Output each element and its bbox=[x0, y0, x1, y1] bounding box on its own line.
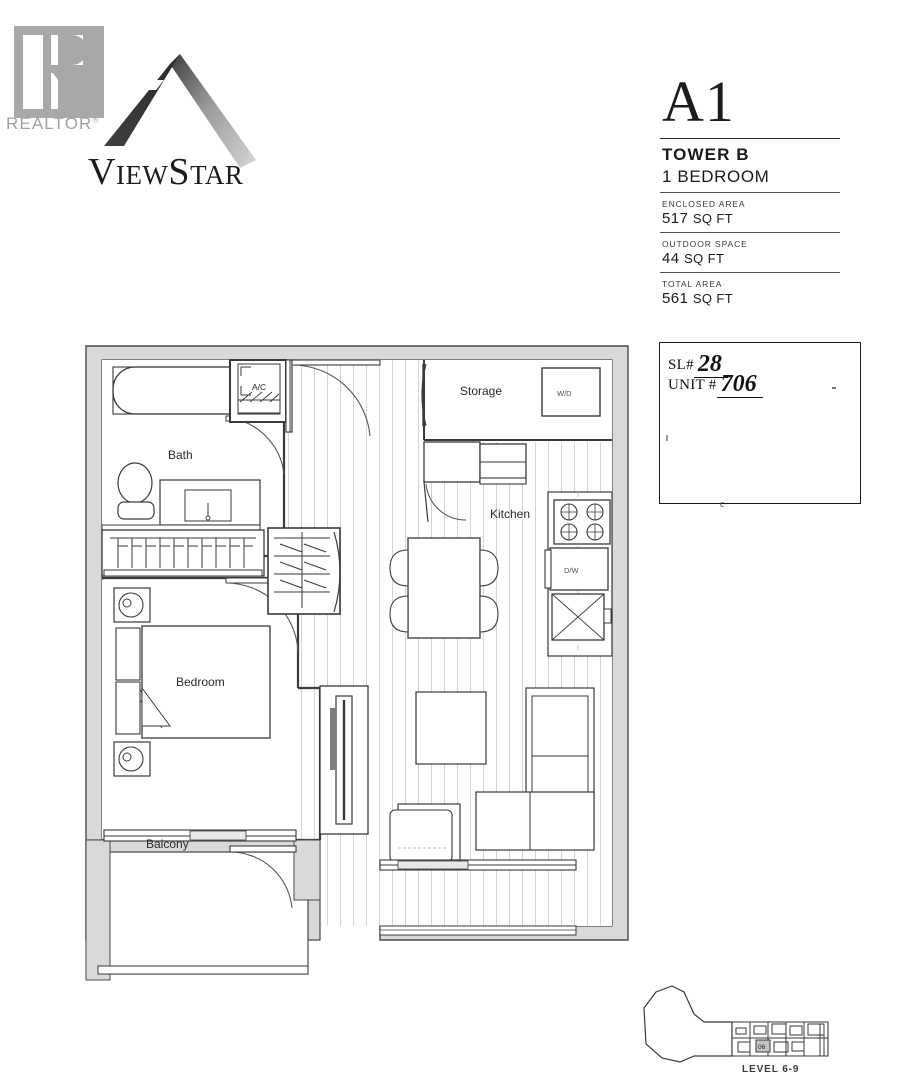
key-plan-drawing: 06 bbox=[643, 985, 829, 1063]
bedroom-closet bbox=[101, 529, 265, 577]
room-label-kitchen: Kitchen bbox=[490, 507, 530, 521]
room-label-ac: A/C bbox=[252, 382, 266, 392]
stamp-stray-mark: c bbox=[720, 499, 725, 510]
hall-closet bbox=[267, 527, 341, 615]
enclosed-area-value: 517 SQ FT bbox=[662, 210, 840, 227]
realtor-wordmark-text: REALTOR bbox=[6, 114, 93, 133]
enclosed-area-unit: SQ FT bbox=[692, 211, 734, 226]
total-area-caption: TOTAL AREA bbox=[662, 279, 723, 289]
key-plan: 06 LEVEL 6-9 bbox=[632, 978, 872, 1083]
dining-set bbox=[389, 537, 499, 639]
room-label-bedroom: Bedroom bbox=[176, 675, 225, 689]
vanity-sink bbox=[101, 479, 261, 531]
outdoor-space-caption: OUTDOOR SPACE bbox=[662, 239, 748, 249]
outdoor-space-unit: SQ FT bbox=[684, 251, 725, 266]
unit-stamp-box: SL#28 UNIT #706 c bbox=[659, 342, 861, 510]
bedroom-count-label: 1 BEDROOM bbox=[662, 167, 770, 186]
bed-furniture bbox=[115, 625, 271, 739]
nightstand-top bbox=[113, 587, 151, 623]
viewstar-iew: IEW bbox=[115, 160, 169, 190]
viewstar-tar: TAR bbox=[190, 160, 244, 190]
key-plan-unit-marker: 06 bbox=[758, 1044, 766, 1051]
realtor-logo bbox=[14, 26, 104, 118]
toilet-fixture bbox=[117, 462, 155, 520]
realtor-registered-mark: ® bbox=[92, 115, 100, 125]
appliance-label-dishwasher: D/W bbox=[564, 566, 580, 575]
outdoor-space-value: 44 SQ FT bbox=[662, 250, 840, 267]
room-label-bath: Bath bbox=[168, 448, 193, 462]
key-plan-level-label: LEVEL 6-9 bbox=[742, 1064, 800, 1075]
total-area-group: TOTAL AREA 561 SQ FT bbox=[660, 279, 840, 307]
storage-room: W/D Storage bbox=[421, 360, 612, 442]
divider-above-enclosed-area bbox=[660, 192, 840, 193]
stamp-speck-right bbox=[832, 387, 836, 389]
nightstand-bottom bbox=[113, 741, 151, 777]
enclosed-area-number: 517 bbox=[662, 210, 689, 227]
plan-code: A1 bbox=[662, 69, 735, 134]
bathroom: Bath bbox=[101, 360, 288, 558]
outdoor-space-number: 44 bbox=[662, 250, 680, 267]
viewstar-s: S bbox=[168, 151, 191, 193]
viewstar-logo: VIEWSTAR bbox=[46, 54, 276, 194]
total-area-unit: SQ FT bbox=[692, 291, 734, 306]
tower-label: TOWER B bbox=[662, 145, 750, 164]
viewstar-mountain-icon bbox=[104, 54, 256, 168]
enclosed-area-caption: ENCLOSED AREA bbox=[662, 199, 746, 209]
room-label-storage: Storage bbox=[460, 384, 502, 398]
living-glazing bbox=[379, 925, 577, 936]
divider-above-total-area bbox=[660, 272, 840, 273]
unit-number-label: UNIT # bbox=[668, 377, 717, 393]
hall-column bbox=[319, 685, 369, 835]
strata-lot-label: SL# bbox=[668, 357, 694, 373]
entry-door bbox=[285, 359, 381, 437]
kitchen-sink bbox=[551, 593, 612, 641]
realtor-r-icon bbox=[23, 35, 87, 109]
appliance-label-washer-dryer: W/D bbox=[557, 389, 572, 398]
total-area-value: 561 SQ FT bbox=[662, 290, 840, 307]
viewstar-wordmark: VIEWSTAR bbox=[88, 150, 243, 194]
living-room bbox=[379, 687, 595, 871]
realtor-wordmark: REALTOR® bbox=[6, 114, 99, 134]
strata-lot-value: 28 bbox=[693, 351, 728, 378]
divider-above-outdoor-space bbox=[660, 232, 840, 233]
dishwasher-appliance: D/W bbox=[544, 547, 609, 591]
outdoor-space-group: OUTDOOR SPACE 44 SQ FT bbox=[660, 239, 840, 267]
unit-number-value: 706 bbox=[716, 371, 763, 398]
bedroom: Bedroom bbox=[102, 576, 322, 842]
total-area-number: 561 bbox=[662, 290, 689, 307]
plan-info-panel: A1 TOWER B 1 BEDROOM ENCLOSED AREA 517 S… bbox=[660, 72, 840, 311]
cooktop-appliance bbox=[553, 499, 611, 545]
divider-under-plan-code bbox=[660, 138, 840, 139]
balcony: Balcony bbox=[85, 829, 321, 981]
brand-logo-block: REALTOR® VIEWSTAR bbox=[6, 18, 276, 193]
strata-lot-row: SL#28 bbox=[668, 349, 728, 378]
viewstar-v: V bbox=[88, 151, 116, 193]
kitchen: D/W Kitchen bbox=[423, 441, 613, 657]
enclosed-area-group: ENCLOSED AREA 517 SQ FT bbox=[660, 199, 840, 227]
floorplan: Bath A/C W/D Storage bbox=[80, 340, 640, 1000]
ac-closet: A/C bbox=[229, 359, 287, 423]
unit-number-row: UNIT #706 bbox=[668, 369, 763, 398]
stamp-speck-left bbox=[666, 435, 668, 441]
room-label-balcony: Balcony bbox=[146, 837, 189, 851]
floorplan-drawing: Bath A/C W/D Storage bbox=[85, 345, 629, 981]
